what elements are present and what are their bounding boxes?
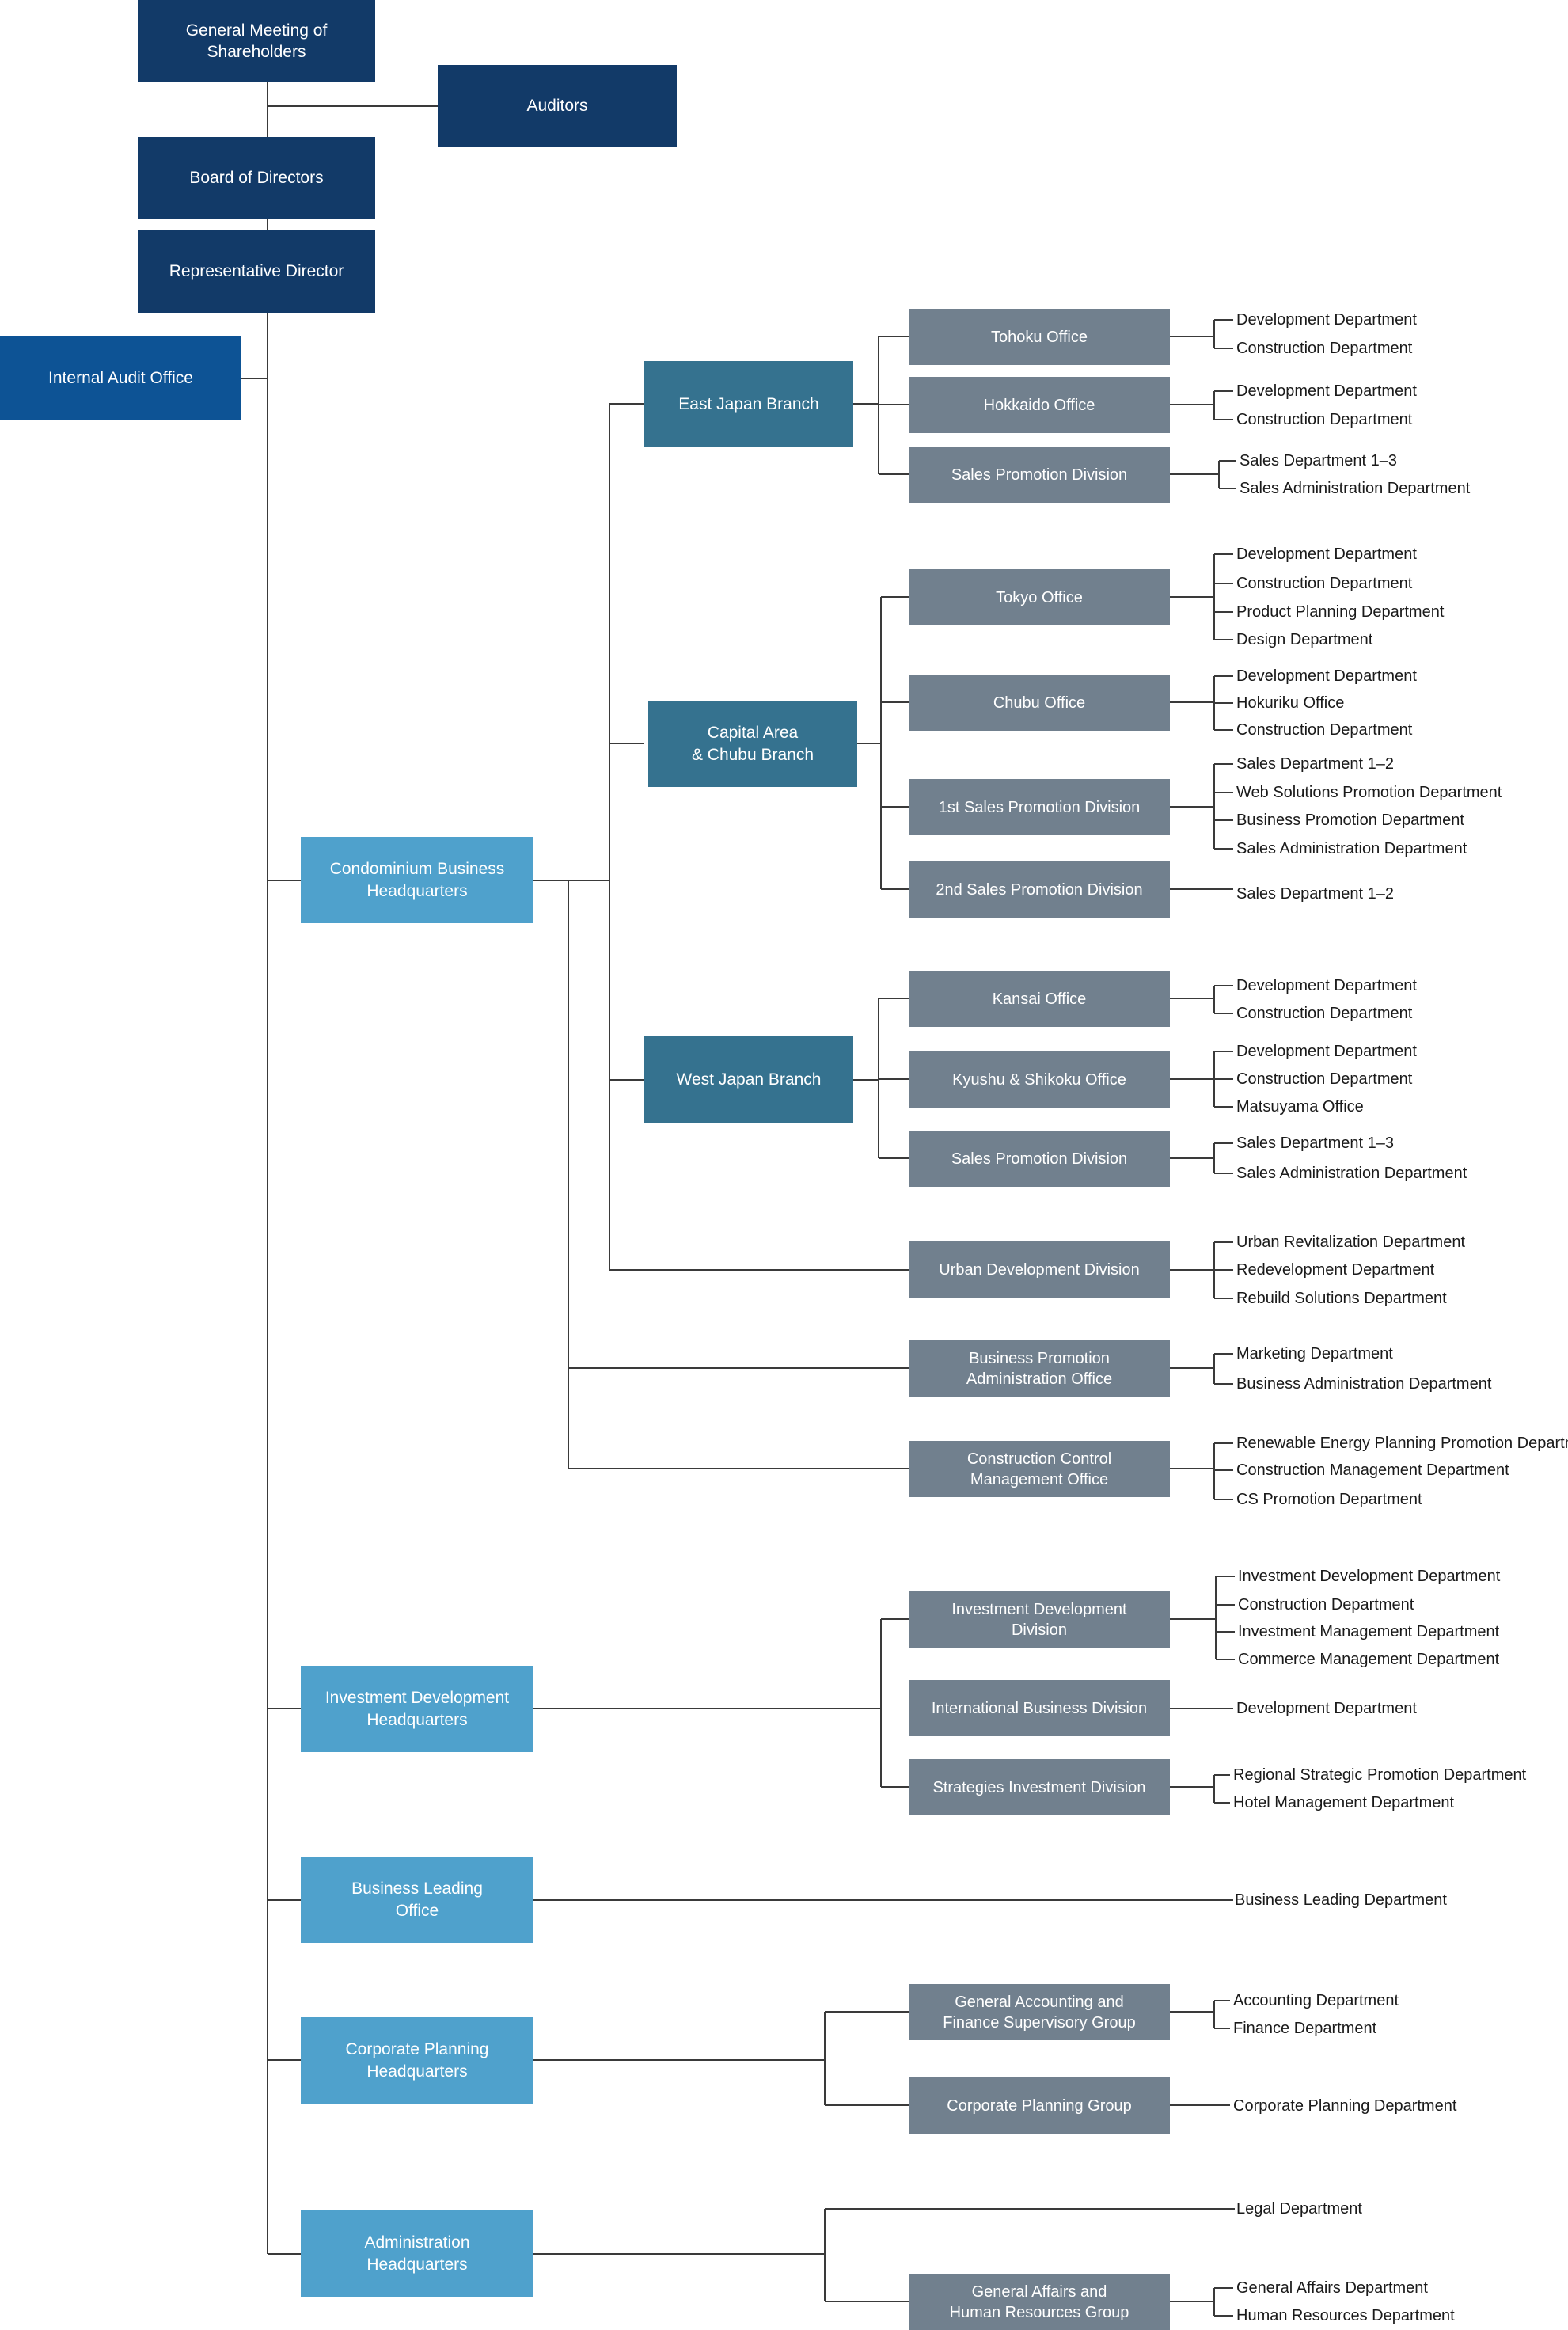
department-first-sales-3: Business Promotion Department xyxy=(1236,812,1464,829)
department-urban-3: Rebuild Solutions Department xyxy=(1236,1290,1447,1307)
department-ccmo-1: Renewable Energy Planning Promotion Depa… xyxy=(1236,1435,1568,1452)
department-strat-2: Hotel Management Department xyxy=(1233,1794,1455,1811)
department-chubu-1: Development Department xyxy=(1236,667,1417,685)
east-japan-branch-box: East Japan Branch xyxy=(644,361,853,447)
internal-audit-office-box: Internal Audit Office xyxy=(0,336,241,420)
general-accounting-finance-group-box: General Accounting and Finance Superviso… xyxy=(909,1984,1170,2040)
strategies-investment-division-box: Strategies Investment Division xyxy=(909,1759,1170,1815)
urban-development-division-box: Urban Development Division xyxy=(909,1241,1170,1298)
department-tohoku-1: Development Department xyxy=(1236,311,1417,329)
department-inv-div-1: Investment Development Department xyxy=(1238,1568,1501,1585)
corporate-planning-group-box: Corporate Planning Group xyxy=(909,2077,1170,2134)
department-kansai-1: Development Department xyxy=(1236,977,1417,994)
business-promotion-administration-office-box: Business Promotion Administration Office xyxy=(909,1340,1170,1397)
chubu-office-box: Chubu Office xyxy=(909,675,1170,731)
department-tohoku-2: Construction Department xyxy=(1236,340,1413,357)
administration-headquarters-box: Administration Headquarters xyxy=(301,2210,533,2297)
department-east-sales-1: Sales Department 1–3 xyxy=(1240,452,1398,469)
business-leading-office-box: Business Leading Office xyxy=(301,1857,533,1943)
department-bpao-2: Business Administration Department xyxy=(1236,1375,1492,1393)
department-intl-1: Development Department xyxy=(1236,1700,1417,1717)
board-of-directors-box: Board of Directors xyxy=(138,137,375,219)
international-business-division-box: International Business Division xyxy=(909,1680,1170,1736)
department-gahr-1: General Affairs Department xyxy=(1236,2279,1428,2297)
department-gafs-1: Accounting Department xyxy=(1233,1992,1399,2009)
west-japan-branch-box: West Japan Branch xyxy=(644,1036,853,1123)
department-ccmo-2: Construction Management Department xyxy=(1236,1461,1509,1479)
tokyo-office-box: Tokyo Office xyxy=(909,569,1170,625)
department-chubu-3: Construction Department xyxy=(1236,721,1413,739)
department-kansai-2: Construction Department xyxy=(1236,1005,1413,1022)
tohoku-office-box: Tohoku Office xyxy=(909,309,1170,365)
condominium-headquarters-box: Condominium Business Headquarters xyxy=(301,837,533,923)
investment-development-division-box: Investment Development Division xyxy=(909,1591,1170,1648)
east-sales-promotion-division-box: Sales Promotion Division xyxy=(909,447,1170,503)
department-kyushu-2: Construction Department xyxy=(1236,1070,1413,1088)
department-tokyo-1: Development Department xyxy=(1236,545,1417,563)
department-chubu-2: Hokuriku Office xyxy=(1236,694,1345,712)
department-first-sales-4: Sales Administration Department xyxy=(1236,840,1467,857)
department-admin-direct-1: Legal Department xyxy=(1236,2200,1362,2218)
department-second-sales-1: Sales Department 1–2 xyxy=(1236,885,1395,903)
general-affairs-hr-group-box: General Affairs and Human Resources Grou… xyxy=(909,2274,1170,2330)
department-strat-1: Regional Strategic Promotion Department xyxy=(1233,1766,1527,1784)
department-tokyo-4: Design Department xyxy=(1236,631,1373,648)
investment-headquarters-box: Investment Development Headquarters xyxy=(301,1666,533,1752)
hokkaido-office-box: Hokkaido Office xyxy=(909,377,1170,433)
department-west-sales-1: Sales Department 1–3 xyxy=(1236,1135,1395,1152)
representative-director-box: Representative Director xyxy=(138,230,375,313)
department-business-leading-1: Business Leading Department xyxy=(1235,1891,1447,1909)
department-kyushu-3: Matsuyama Office xyxy=(1236,1098,1364,1116)
department-inv-div-4: Commerce Management Department xyxy=(1238,1651,1500,1668)
department-first-sales-1: Sales Department 1–2 xyxy=(1236,755,1395,773)
department-east-sales-2: Sales Administration Department xyxy=(1240,480,1471,497)
department-cpg-1: Corporate Planning Department xyxy=(1233,2097,1457,2115)
department-urban-1: Urban Revitalization Department xyxy=(1236,1233,1466,1251)
second-sales-promotion-division-box: 2nd Sales Promotion Division xyxy=(909,861,1170,918)
department-gafs-2: Finance Department xyxy=(1233,2020,1377,2037)
department-kyushu-1: Development Department xyxy=(1236,1043,1417,1060)
department-first-sales-2: Web Solutions Promotion Department xyxy=(1236,784,1502,801)
department-tokyo-2: Construction Department xyxy=(1236,575,1413,592)
department-inv-div-3: Investment Management Department xyxy=(1238,1623,1500,1640)
department-urban-2: Redevelopment Department xyxy=(1236,1261,1435,1279)
west-sales-promotion-division-box: Sales Promotion Division xyxy=(909,1131,1170,1187)
department-tokyo-3: Product Planning Department xyxy=(1236,603,1445,621)
general-meeting-box: General Meeting of Shareholders xyxy=(138,0,375,82)
department-inv-div-2: Construction Department xyxy=(1238,1596,1414,1614)
corporate-planning-headquarters-box: Corporate Planning Headquarters xyxy=(301,2017,533,2104)
first-sales-promotion-division-box: 1st Sales Promotion Division xyxy=(909,779,1170,835)
kyushu-shikoku-office-box: Kyushu & Shikoku Office xyxy=(909,1051,1170,1108)
department-west-sales-2: Sales Administration Department xyxy=(1236,1165,1467,1182)
auditors-box: Auditors xyxy=(438,65,677,147)
department-hokkaido-1: Development Department xyxy=(1236,382,1417,400)
construction-control-management-office-box: Construction Control Management Office xyxy=(909,1441,1170,1497)
department-bpao-1: Marketing Department xyxy=(1236,1345,1393,1363)
kansai-office-box: Kansai Office xyxy=(909,971,1170,1027)
department-gahr-2: Human Resources Department xyxy=(1236,2307,1455,2324)
department-ccmo-3: CS Promotion Department xyxy=(1236,1491,1422,1508)
department-hokkaido-2: Construction Department xyxy=(1236,411,1413,428)
capital-chubu-branch-box: Capital Area & Chubu Branch xyxy=(648,701,857,787)
